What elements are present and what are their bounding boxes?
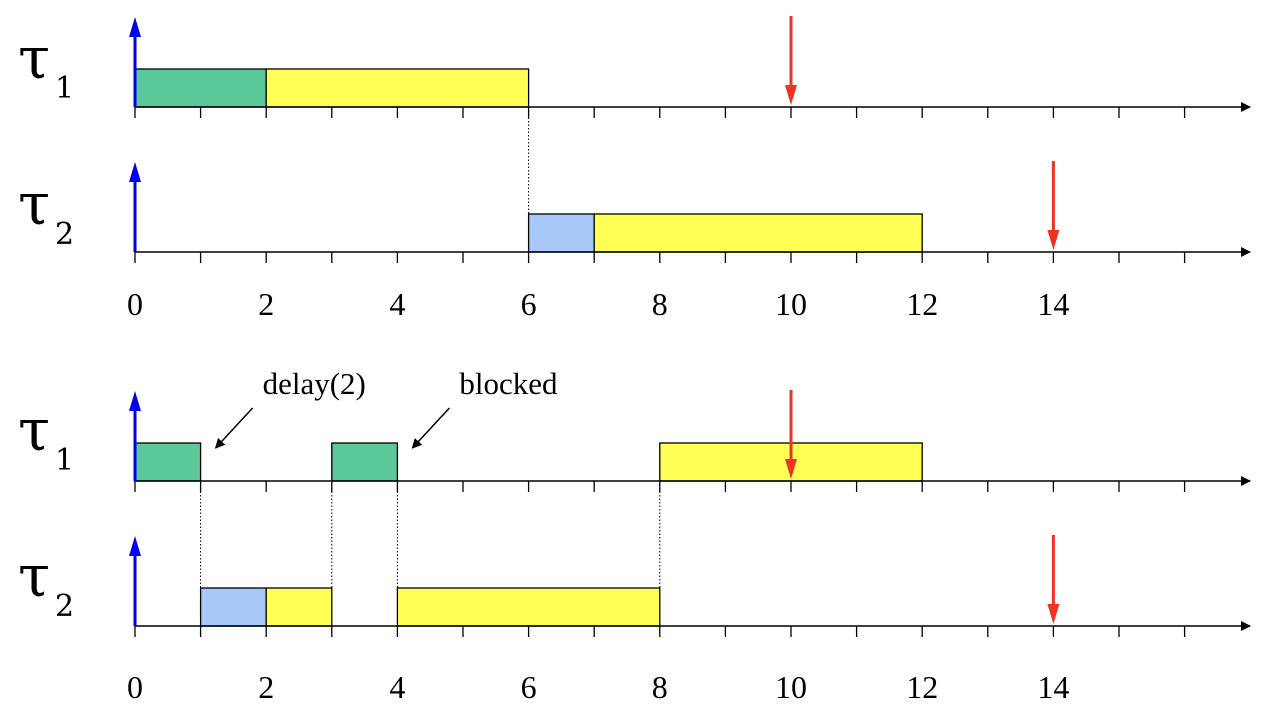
axis-tick-label: 0: [127, 669, 143, 705]
task-label-subscript: 2: [55, 217, 74, 252]
release-arrow-head: [129, 162, 141, 182]
execution-segment-blue: [199, 587, 267, 627]
axis-tick-label: 0: [127, 286, 143, 322]
release-arrow-head: [129, 536, 141, 556]
axis-tick-label: 10: [775, 669, 807, 705]
release-arrow-head: [129, 17, 141, 37]
axis-tick-label: 14: [1037, 286, 1069, 322]
task-label: τ: [18, 170, 50, 238]
axis-tick-label: 4: [389, 286, 405, 322]
execution-segment-yellow: [593, 213, 923, 253]
execution-segment-yellow: [265, 68, 530, 108]
deadline-arrow-head: [1047, 604, 1060, 624]
axis-tick-label: 4: [389, 669, 405, 705]
axis-tick-label: 12: [906, 286, 938, 322]
execution-segment-yellow: [265, 587, 333, 627]
axis-tick-label: 2: [258, 669, 274, 705]
execution-segment-green: [134, 68, 267, 108]
axis-tick-label: 2: [258, 286, 274, 322]
axis-tick-label: 12: [906, 669, 938, 705]
annotation-pointer-arrow: [411, 407, 450, 449]
execution-segment-green: [134, 442, 202, 482]
release-arrow-head: [129, 391, 141, 411]
axis-tick-label: 6: [521, 286, 537, 322]
task-label-subscript: 2: [55, 589, 74, 624]
annotation-label: blocked: [459, 366, 558, 401]
axis-tick-label: 8: [652, 286, 668, 322]
deadline-arrow-head: [785, 85, 797, 105]
axis-tick-label: 14: [1037, 669, 1069, 705]
axis-tick-label: 10: [775, 286, 807, 322]
axis-tick-label: 8: [652, 669, 668, 705]
annotation-pointer-arrow: [214, 407, 254, 449]
task-label: τ: [18, 542, 50, 610]
task-label-subscript: 1: [55, 71, 74, 106]
task-label: τ: [18, 396, 50, 464]
execution-segment-green: [331, 442, 399, 482]
deadline-arrow-head: [785, 459, 797, 479]
execution-segment-blue: [527, 213, 595, 253]
execution-segment-yellow: [396, 587, 661, 627]
annotation-label: delay(2): [263, 366, 366, 401]
task-label: τ: [18, 24, 50, 92]
task-label-subscript: 1: [55, 443, 74, 478]
axis-tick-label: 6: [521, 669, 537, 705]
deadline-arrow-head: [1047, 230, 1060, 250]
